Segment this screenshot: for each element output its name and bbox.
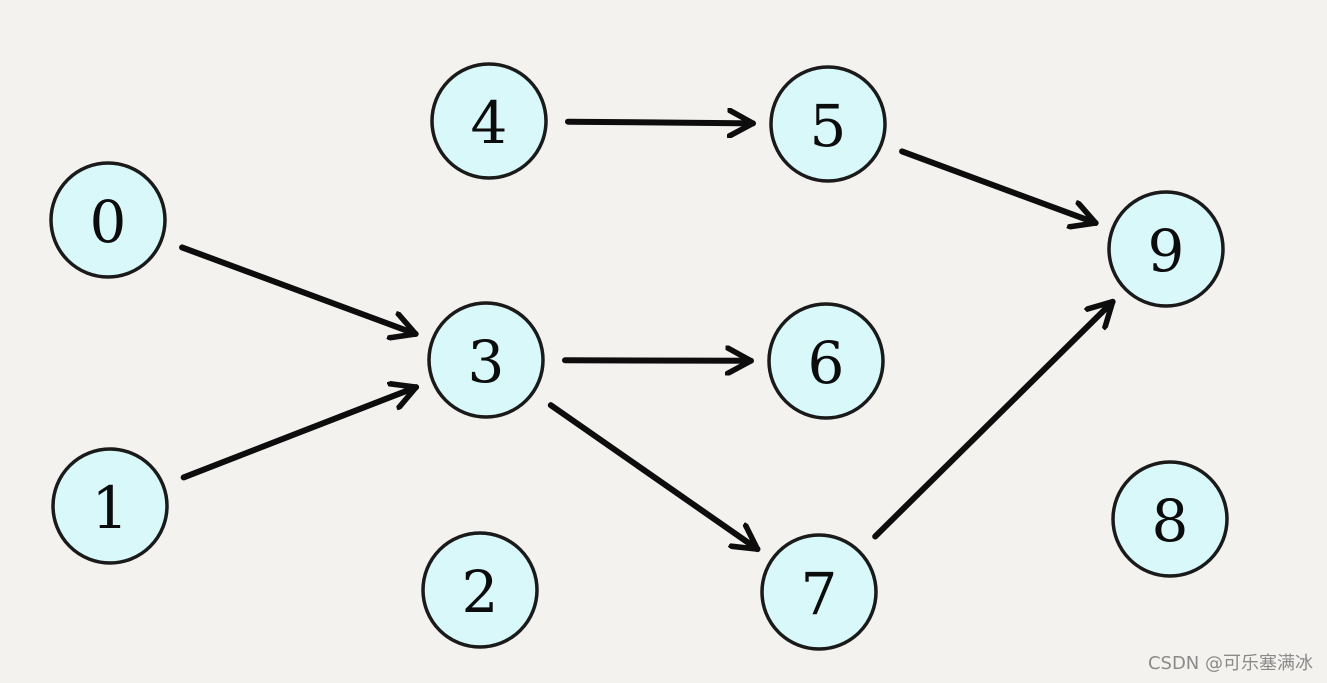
- node-0: 0: [49, 161, 167, 279]
- node-9: 9: [1107, 190, 1225, 308]
- node-label: 4: [471, 89, 508, 157]
- node-circle: [1107, 190, 1225, 308]
- node-label: 3: [468, 328, 505, 396]
- node-label: 5: [810, 92, 847, 160]
- node-label: 8: [1152, 487, 1189, 555]
- node-circle: [421, 531, 539, 649]
- watermark: CSDN @可乐塞满冰: [1147, 653, 1313, 674]
- node-label: 9: [1148, 217, 1185, 285]
- edge-3-to-6: [561, 360, 755, 361]
- node-5: 5: [769, 65, 887, 183]
- node-circle: [1111, 460, 1229, 578]
- edges-layer: [179, 122, 1116, 553]
- node-circle: [767, 302, 885, 420]
- node-3: 3: [427, 301, 545, 419]
- edge-5-to-9: [899, 148, 1099, 223]
- edge-3-to-7: [547, 402, 761, 553]
- edge-7-to-9: [872, 298, 1116, 540]
- node-label: 6: [808, 329, 845, 397]
- edge-1-to-3: [180, 387, 420, 481]
- node-1: 1: [51, 447, 169, 565]
- node-label: 0: [90, 188, 127, 256]
- node-label: 7: [801, 560, 838, 628]
- node-label: 2: [462, 558, 499, 626]
- edge-0-to-3: [179, 244, 419, 334]
- node-4: 4: [430, 62, 548, 180]
- node-2: 2: [421, 531, 539, 649]
- node-label: 1: [92, 474, 129, 542]
- edge-4-to-5: [564, 122, 757, 124]
- node-circle: [430, 62, 548, 180]
- node-6: 6: [767, 302, 885, 420]
- node-circle: [49, 161, 167, 279]
- node-circle: [427, 301, 545, 419]
- node-circle: [760, 533, 878, 651]
- node-7: 7: [760, 533, 878, 651]
- node-circle: [769, 65, 887, 183]
- nodes-layer: 0 1 2 3 4 5 6 7 8 9: [49, 62, 1229, 651]
- node-8: 8: [1111, 460, 1229, 578]
- node-circle: [51, 447, 169, 565]
